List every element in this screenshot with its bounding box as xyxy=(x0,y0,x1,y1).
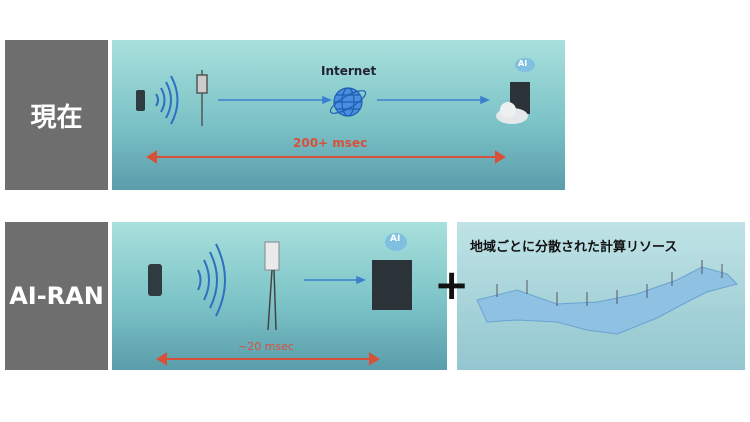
distributed-resources-panel: 地域ごとに分散された計算リソース xyxy=(457,222,745,370)
latency-label: 200+ msec xyxy=(293,136,368,150)
current-architecture-panel: Internet AI 200+ msec xyxy=(112,40,565,190)
resources-title: 地域ごとに分散された計算リソース xyxy=(470,240,678,255)
ai-ran-architecture-panel: AI ~20 msec xyxy=(112,222,447,370)
cell-tower-icon xyxy=(196,70,208,126)
internet-label: Internet xyxy=(321,64,377,78)
ai-ran-radio-unit-icon xyxy=(264,241,280,331)
plus-sign: + xyxy=(434,260,470,309)
ai-badge: AI xyxy=(390,234,401,244)
phone-icon xyxy=(136,90,145,111)
globe-icon xyxy=(329,87,367,117)
japan-map-icon xyxy=(476,260,738,335)
latency-label: ~20 msec xyxy=(238,340,294,353)
row-label-ai-ran: AI-RAN xyxy=(5,222,108,370)
wireless-signal-icon xyxy=(155,75,179,125)
ai-badge: AI xyxy=(518,59,528,68)
row-label-current: 現在 xyxy=(5,40,108,190)
arrow-icon xyxy=(304,275,366,285)
phone-icon xyxy=(148,264,162,296)
ai-cloud-server-icon xyxy=(496,58,535,124)
wireless-signal-icon xyxy=(197,243,226,317)
latency-arrow xyxy=(146,150,506,164)
latency-arrow xyxy=(156,352,380,366)
arrow-icon xyxy=(218,95,490,105)
ai-server-icon xyxy=(372,233,412,310)
